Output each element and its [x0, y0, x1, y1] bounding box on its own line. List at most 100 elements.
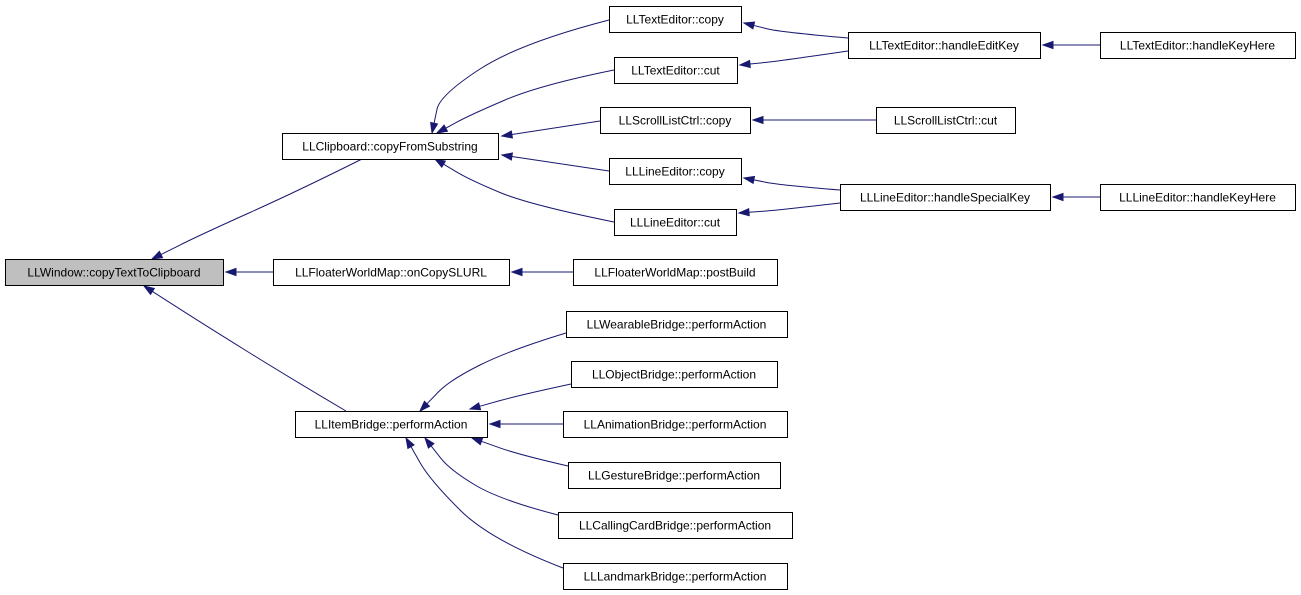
node-wear[interactable]: LLWearableBridge::performAction	[566, 311, 788, 338]
node-box	[614, 57, 738, 84]
call-edge-slc_copy-to-clipboard	[500, 120, 601, 139]
node-box	[558, 512, 793, 539]
node-label: LLClipboard::copyFromSubstring	[302, 140, 477, 154]
arrowhead-icon	[470, 437, 484, 446]
node-label: LLScrollListCtrl::cut	[894, 114, 998, 128]
node-label: LLLineEditor::cut	[630, 216, 721, 230]
arrowhead-icon	[224, 267, 237, 277]
call-edge-te_copy-to-clipboard	[430, 19, 610, 135]
edge-line	[753, 179, 841, 191]
node-itembridge[interactable]: LLItemBridge::performAction	[295, 411, 488, 438]
arrowhead-icon	[751, 115, 764, 125]
node-label: LLFloaterWorldMap::postBuild	[594, 266, 755, 280]
arrowhead-icon	[468, 402, 482, 411]
edge-line	[443, 163, 615, 223]
arrowhead-icon	[435, 124, 449, 134]
edge-line	[160, 158, 363, 255]
edge-line	[511, 155, 610, 172]
node-label: LLLineEditor::handleSpecialKey	[860, 191, 1030, 205]
node-box	[282, 133, 499, 160]
arrowhead-icon	[500, 152, 514, 161]
node-label: LLLandmarkBridge::performAction	[584, 570, 767, 584]
edge-line	[479, 383, 572, 407]
node-box	[840, 184, 1051, 211]
node-te-copy[interactable]: LLTextEditor::copy	[609, 6, 742, 33]
node-box	[573, 259, 778, 286]
node-te-handle[interactable]: LLTextEditor::handleEditKey	[848, 32, 1041, 59]
node-te-cut[interactable]: LLTextEditor::cut	[614, 57, 738, 84]
node-floater[interactable]: LLFloaterWorldMap::onCopySLURL	[273, 259, 510, 286]
edge-line	[445, 69, 615, 129]
edge-line	[152, 290, 347, 412]
call-edge-le_copy-to-clipboard	[500, 152, 610, 172]
call-edge-obj-to-itembridge	[468, 383, 572, 411]
node-box	[571, 361, 778, 388]
node-box	[600, 107, 751, 134]
node-le-copy[interactable]: LLLineEditor::copy	[609, 158, 742, 185]
node-slc-cut[interactable]: LLScrollListCtrl::cut	[876, 107, 1016, 134]
call-edge-le_key-to-le_handle	[1051, 192, 1100, 202]
node-obj[interactable]: LLObjectBridge::performAction	[571, 361, 778, 388]
node-label: LLLineEditor::handleKeyHere	[1119, 191, 1276, 205]
arrowhead-icon	[424, 436, 435, 449]
arrowhead-icon	[1051, 192, 1064, 202]
node-box	[1100, 32, 1296, 59]
edge-line	[430, 445, 559, 516]
node-gest[interactable]: LLGestureBridge::performAction	[568, 462, 781, 489]
node-land[interactable]: LLLandmarkBridge::performAction	[563, 563, 788, 590]
call-edge-te_handle-to-te_copy	[742, 21, 849, 39]
call-edge-itembridge-to-root	[142, 285, 347, 412]
call-edge-call-to-itembridge	[424, 436, 559, 516]
edge-line	[410, 446, 564, 569]
node-box	[273, 259, 510, 286]
call-edge-te_handle-to-te_cut	[738, 50, 849, 69]
node-box	[563, 563, 788, 590]
node-label: LLCallingCardBridge::performAction	[579, 519, 771, 533]
node-box	[876, 107, 1016, 134]
node-te-key[interactable]: LLTextEditor::handleKeyHere	[1100, 32, 1296, 59]
arrowhead-icon	[738, 59, 751, 69]
node-box	[568, 462, 781, 489]
call-edge-fwm_post-to-floater	[510, 267, 573, 277]
node-fwm-post[interactable]: LLFloaterWorldMap::postBuild	[573, 259, 778, 286]
node-label: LLGestureBridge::performAction	[588, 469, 760, 483]
arrowhead-icon	[1041, 40, 1054, 50]
node-anim[interactable]: LLAnimationBridge::performAction	[563, 411, 788, 438]
node-layer: LLWindow::copyTextToClipboard LLClipboard…	[5, 6, 1296, 590]
arrowhead-icon	[742, 175, 756, 185]
call-edge-le_handle-to-le_cut	[737, 202, 841, 217]
node-root[interactable]: LLWindow::copyTextToClipboard	[5, 259, 224, 286]
node-box	[295, 411, 488, 438]
call-edge-gest-to-itembridge	[470, 437, 569, 467]
arrowhead-icon	[142, 285, 156, 296]
call-edge-clipboard-to-root	[150, 158, 363, 260]
node-box	[566, 311, 788, 338]
node-label: LLFloaterWorldMap::onCopySLURL	[295, 266, 487, 280]
node-label: LLObjectBridge::performAction	[592, 368, 756, 382]
arrowhead-icon	[433, 158, 447, 169]
node-clipboard[interactable]: LLClipboard::copyFromSubstring	[282, 133, 499, 160]
node-le-key[interactable]: LLLineEditor::handleKeyHere	[1100, 184, 1296, 211]
edge-line	[433, 19, 610, 124]
node-box	[1100, 184, 1296, 211]
node-le-handle[interactable]: LLLineEditor::handleSpecialKey	[840, 184, 1051, 211]
edge-line	[511, 120, 601, 135]
node-le-cut[interactable]: LLLineEditor::cut	[614, 209, 737, 236]
arrowhead-icon	[488, 419, 501, 429]
arrowhead-icon	[418, 400, 431, 413]
node-slc-copy[interactable]: LLScrollListCtrl::copy	[600, 107, 751, 134]
node-label: LLWindow::copyTextToClipboard	[27, 266, 200, 280]
node-label: LLTextEditor::handleKeyHere	[1120, 39, 1276, 53]
edge-line	[748, 202, 841, 213]
node-label: LLTextEditor::cut	[631, 64, 720, 78]
call-edge-te_cut-to-clipboard	[435, 69, 615, 134]
node-call[interactable]: LLCallingCardBridge::performAction	[558, 512, 793, 539]
edge-line	[426, 332, 567, 405]
call-edge-le_cut-to-clipboard	[433, 158, 615, 223]
node-label: LLTextEditor::copy	[626, 13, 724, 27]
edge-line	[749, 50, 849, 65]
call-edge-wear-to-itembridge	[418, 332, 567, 413]
arrowhead-icon	[405, 436, 415, 450]
arrowhead-icon	[737, 208, 750, 217]
